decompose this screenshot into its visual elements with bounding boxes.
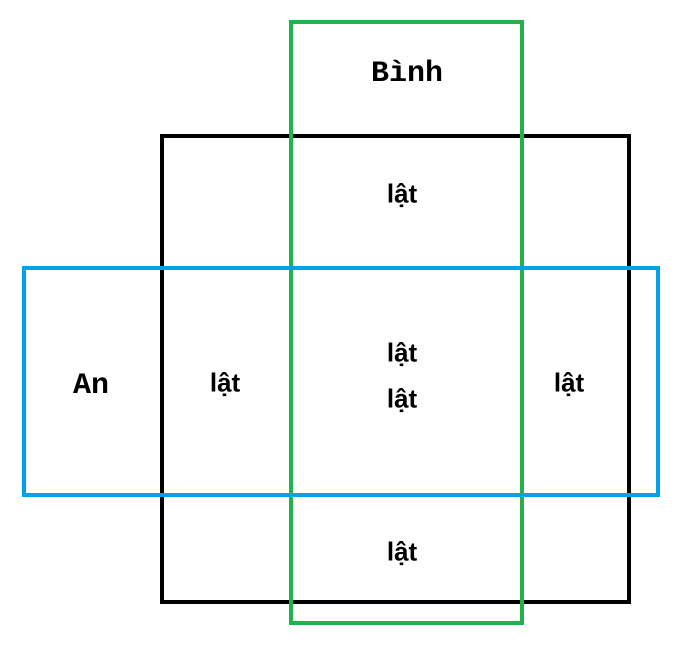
center-cell-label-2: lật [386,383,418,414]
right-cell-label: lật [553,367,585,398]
left-cell-label: lật [209,367,241,398]
bottom-cell-label: lật [386,536,418,567]
an-label: An [72,369,110,403]
binh-region [289,20,524,625]
top-cell-label: lật [386,178,418,209]
center-cell-label-1: lật [386,337,418,368]
outer-square [160,134,631,604]
binh-label: Bình [370,57,444,91]
an-region [22,266,660,497]
